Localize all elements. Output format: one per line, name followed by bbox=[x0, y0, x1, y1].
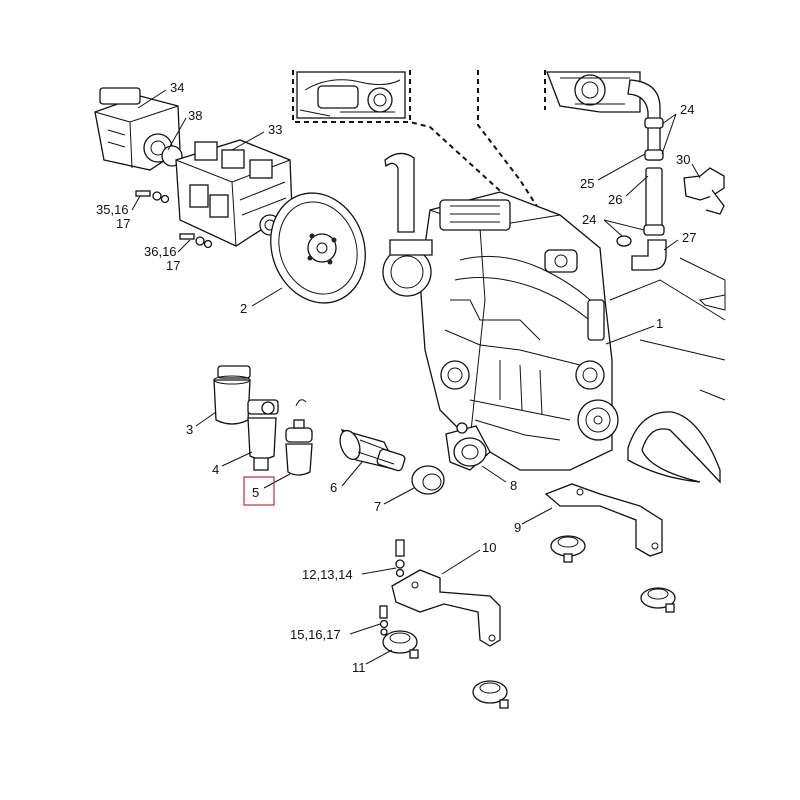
callout-8: 8 bbox=[510, 478, 517, 493]
rubber-mount-right-lower bbox=[640, 587, 676, 613]
bolt-set-35 bbox=[135, 190, 170, 204]
pulley-part-8 bbox=[445, 422, 491, 471]
engine-assembly bbox=[382, 152, 619, 471]
callout-36-17: 17 bbox=[166, 258, 180, 273]
callout-38: 38 bbox=[188, 108, 202, 123]
callout-10: 10 bbox=[482, 540, 496, 555]
bolt-set-36 bbox=[179, 233, 213, 249]
callout-1: 1 bbox=[656, 316, 663, 331]
ring-part-7 bbox=[411, 465, 445, 495]
callout-24-top: 24 bbox=[680, 102, 694, 117]
callout-24-bottom: 24 bbox=[582, 212, 596, 227]
bolt-15-16-17 bbox=[379, 605, 389, 636]
bolt-12-13-14 bbox=[395, 539, 405, 578]
callout-35-17: 17 bbox=[116, 216, 130, 231]
rubber-mount-lower bbox=[472, 680, 509, 709]
callout-30: 30 bbox=[676, 152, 690, 167]
right-edge-fragments bbox=[609, 257, 726, 401]
callout-4: 4 bbox=[212, 462, 219, 477]
starter-motor-6 bbox=[339, 428, 406, 472]
detail-inset-right bbox=[546, 71, 641, 113]
callout-26: 26 bbox=[608, 192, 622, 207]
callout-33: 33 bbox=[268, 122, 282, 137]
detail-inset-left bbox=[296, 71, 406, 119]
callout-2: 2 bbox=[240, 301, 247, 316]
highlight-box bbox=[243, 476, 275, 506]
callout-9: 9 bbox=[514, 520, 521, 535]
rubber-mount-right-upper bbox=[550, 535, 586, 563]
mount-bracket-9 bbox=[544, 483, 663, 557]
sensor-part bbox=[683, 167, 725, 215]
leader-lines bbox=[131, 89, 701, 665]
callout-35-16: 35,16 bbox=[96, 202, 129, 217]
rubber-mount-11 bbox=[382, 630, 419, 659]
callout-36-16: 36,16 bbox=[144, 244, 177, 259]
hydraulic-pump bbox=[94, 87, 183, 171]
callout-15-16-17: 15,16,17 bbox=[290, 627, 341, 642]
fuel-filter-3 bbox=[213, 365, 251, 425]
callout-12-13-14: 12,13,14 bbox=[302, 567, 353, 582]
callout-27: 27 bbox=[682, 230, 696, 245]
callout-11: 11 bbox=[352, 660, 366, 675]
callout-34: 34 bbox=[170, 80, 184, 95]
callout-6: 6 bbox=[330, 480, 337, 495]
control-valve-block bbox=[175, 139, 293, 247]
mount-bracket-10 bbox=[391, 569, 501, 647]
flywheel-plate bbox=[270, 192, 366, 304]
fuel-filter-4 bbox=[247, 399, 307, 471]
drive-belt bbox=[627, 411, 721, 484]
intake-pipe-assembly bbox=[616, 79, 667, 271]
callout-25: 25 bbox=[580, 176, 594, 191]
water-separator-5 bbox=[285, 419, 313, 476]
callout-7: 7 bbox=[374, 499, 381, 514]
callout-5: 5 bbox=[252, 485, 259, 500]
callout-3: 3 bbox=[186, 422, 193, 437]
